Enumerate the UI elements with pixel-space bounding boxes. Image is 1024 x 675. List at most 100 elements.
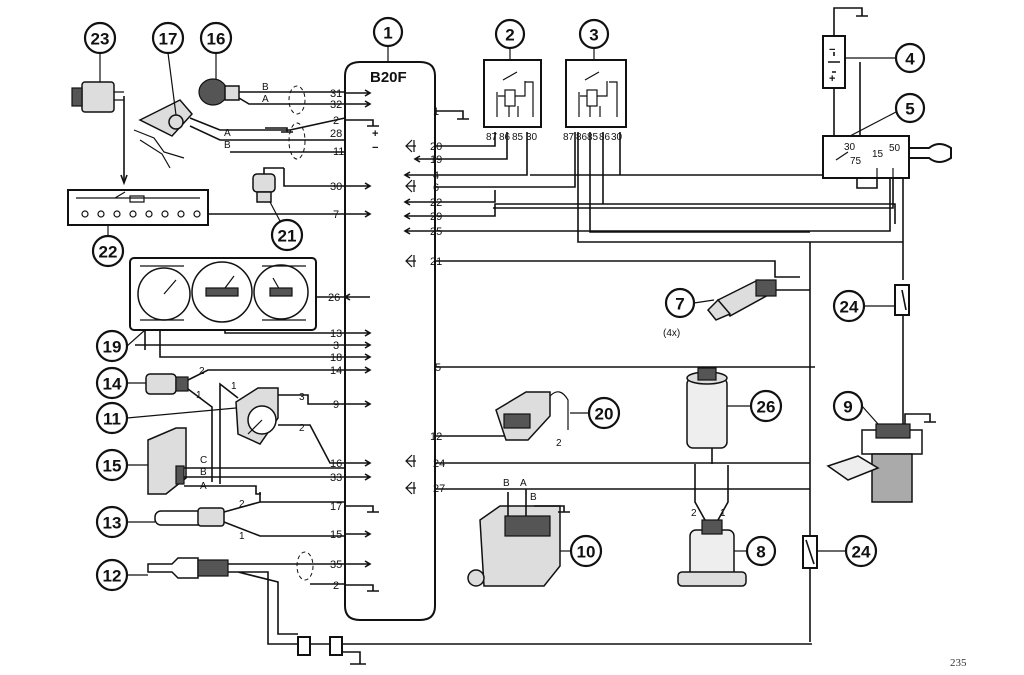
ecu-title: B20F	[370, 69, 407, 86]
ecu-pin: 18	[330, 352, 342, 364]
svg-text:1: 1	[231, 381, 237, 392]
svg-text:(4x): (4x)	[663, 328, 680, 339]
polarity-plus: +	[372, 128, 378, 140]
svg-text:15: 15	[872, 149, 884, 160]
relay-main	[483, 59, 542, 128]
fuel-injector	[706, 279, 777, 321]
svg-text:17: 17	[159, 30, 178, 49]
svg-text:87: 87	[563, 132, 575, 143]
svg-text:16: 16	[207, 30, 226, 49]
ecu-pin: 14	[330, 365, 342, 377]
svg-text:2: 2	[691, 508, 697, 519]
svg-text:30: 30	[611, 132, 623, 143]
ecu-pin: 3	[333, 340, 339, 352]
callout-24-bottom: 24	[844, 534, 878, 568]
callout-1: 1	[372, 16, 404, 48]
battery-ground	[833, 7, 868, 36]
svg-text:21: 21	[278, 227, 297, 246]
air-mass-meter	[147, 427, 187, 495]
left-sensor-wiring-top	[189, 91, 346, 153]
idle-valve	[71, 81, 124, 113]
svg-text:2: 2	[299, 423, 305, 434]
instrument-cluster	[129, 257, 317, 331]
svg-text:23: 23	[91, 30, 110, 49]
lambda-sensor	[147, 557, 229, 579]
svg-text:24: 24	[840, 298, 859, 317]
svg-text:B: B	[503, 478, 510, 489]
fuel-pump	[677, 519, 747, 587]
callout-14: 14	[95, 366, 129, 400]
ecu-pin: 21	[430, 256, 442, 268]
svg-text:75: 75	[850, 156, 862, 167]
ecu-pin: 13	[330, 328, 342, 340]
callout-10: 10	[569, 534, 603, 568]
callout-leaders	[99, 46, 897, 576]
svg-text:A: A	[224, 128, 231, 139]
ignition-coil-unit	[467, 505, 561, 587]
ecu-pin: 28	[330, 128, 342, 140]
svg-text:9: 9	[843, 398, 852, 417]
ignition-terminals: 30 75 15 50	[844, 142, 901, 167]
relay-fuel-pump-symbol	[578, 71, 618, 117]
callout-15: 15	[95, 448, 129, 482]
relay-fuel-pump-terminals: 87 86 85 86 30	[563, 132, 623, 143]
ecu-pin: 4	[433, 170, 439, 182]
svg-text:3: 3	[589, 26, 598, 45]
battery-plus: +	[829, 73, 835, 85]
ecu-pin: 16	[330, 458, 342, 470]
callout-8: 8	[745, 535, 777, 567]
callout-20: 20	[587, 396, 621, 430]
svg-text:2: 2	[556, 438, 562, 449]
svg-text:12: 12	[103, 567, 122, 586]
svg-text:26: 26	[757, 398, 776, 417]
throttle-position-switch	[133, 99, 194, 169]
callout-5: 5	[894, 92, 926, 124]
callout-12: 12	[95, 558, 129, 592]
fuel-filter	[686, 367, 728, 449]
ecu-pin: 7	[333, 209, 339, 221]
svg-text:2: 2	[199, 366, 205, 377]
battery-minus: −	[829, 44, 835, 56]
fuse-top	[894, 284, 910, 316]
callout-9: 9	[832, 390, 864, 422]
svg-text:2: 2	[239, 499, 245, 510]
relay-wiring	[435, 132, 903, 243]
relay-main-symbol	[496, 71, 534, 117]
svg-text:7: 7	[675, 295, 684, 314]
svg-text:30: 30	[526, 132, 538, 143]
svg-text:24: 24	[852, 543, 871, 562]
pressure-switch	[252, 173, 276, 203]
svg-text:22: 22	[99, 243, 118, 262]
svg-text:15: 15	[103, 457, 122, 476]
ecu-pin: 24	[433, 458, 445, 470]
ecu-pin: 19	[430, 154, 442, 166]
svg-text:8: 8	[756, 543, 765, 562]
svg-text:A: A	[520, 478, 527, 489]
ignition-switch	[822, 135, 910, 179]
svg-text:50: 50	[889, 143, 901, 154]
svg-text:A: A	[262, 94, 269, 105]
ecu-pin: 6	[433, 182, 439, 194]
ecu-pin: 25	[430, 226, 442, 238]
svg-text:1: 1	[720, 508, 726, 519]
svg-text:B: B	[200, 467, 207, 478]
relay-main-terminals: 87 86 85 30	[486, 132, 538, 143]
callout-11: 11	[95, 401, 129, 435]
ecu-pin: 9	[333, 399, 339, 411]
svg-text:85: 85	[587, 132, 599, 143]
ecu-pin: 29	[430, 211, 442, 223]
svg-text:4: 4	[905, 50, 915, 69]
svg-text:86: 86	[576, 132, 588, 143]
ecu-pin: 26	[328, 292, 340, 304]
ecu-left-arrows	[343, 89, 372, 568]
ecu-unit	[344, 61, 436, 621]
callout-21: 21	[270, 218, 304, 252]
callout-19: 19	[95, 329, 129, 363]
svg-text:11: 11	[103, 410, 121, 429]
svg-text:87: 87	[486, 132, 498, 143]
knock-sensor	[198, 78, 240, 106]
ecu-pin: 20	[430, 141, 442, 153]
ecu-pin: 15	[330, 529, 342, 541]
svg-text:20: 20	[595, 405, 614, 424]
